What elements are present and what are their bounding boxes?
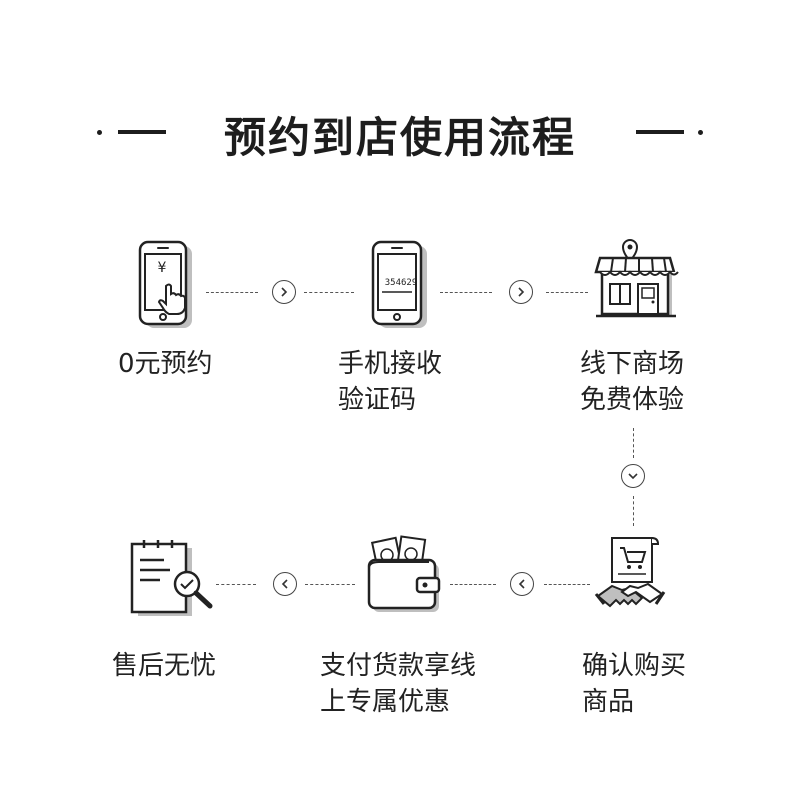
title-bar-left: [118, 130, 166, 134]
step-6-label: 售后无忧: [112, 651, 217, 681]
connector-4-5-right: [544, 584, 590, 585]
yen-symbol: ¥: [157, 260, 167, 276]
step-1-label: 0元预约: [118, 349, 213, 379]
phone-payment-icon: ¥: [132, 240, 192, 330]
connector-2-3-left: [440, 292, 492, 293]
step-4-label: 确认购买 商品: [582, 651, 687, 717]
step-2-label: 手机接收 验证码: [338, 349, 443, 415]
page-title: 预约到店使用流程: [223, 113, 576, 162]
store-icon: [594, 238, 680, 322]
clipboard-search-icon: [130, 540, 220, 620]
connector-3-4-bottom: [633, 496, 634, 526]
connector-5-6-right: [305, 584, 355, 585]
arrow-left-icon: [510, 572, 534, 596]
title-dot-right: [698, 130, 703, 135]
cart-handshake-icon: [594, 534, 666, 618]
title-bar-right: [636, 130, 684, 134]
arrow-left-icon: [273, 572, 297, 596]
arrow-right-icon: [509, 280, 533, 304]
title-dot-left: [97, 130, 102, 135]
connector-3-4-top: [633, 428, 634, 458]
wallet-icon: [365, 534, 441, 618]
connector-2-3-right: [546, 292, 588, 293]
step-5-label: 支付货款享线 上专属优惠: [320, 651, 477, 717]
connector-5-6-left: [216, 584, 256, 585]
arrow-down-icon: [621, 464, 645, 488]
connector-1-2-left: [206, 292, 258, 293]
verification-code: 354629: [384, 278, 418, 288]
connector-1-2-right: [304, 292, 354, 293]
step-3-label: 线下商场 免费体验: [580, 349, 685, 415]
connector-4-5-left: [450, 584, 496, 585]
phone-code-icon: 354629: [365, 240, 429, 330]
arrow-right-icon: [272, 280, 296, 304]
